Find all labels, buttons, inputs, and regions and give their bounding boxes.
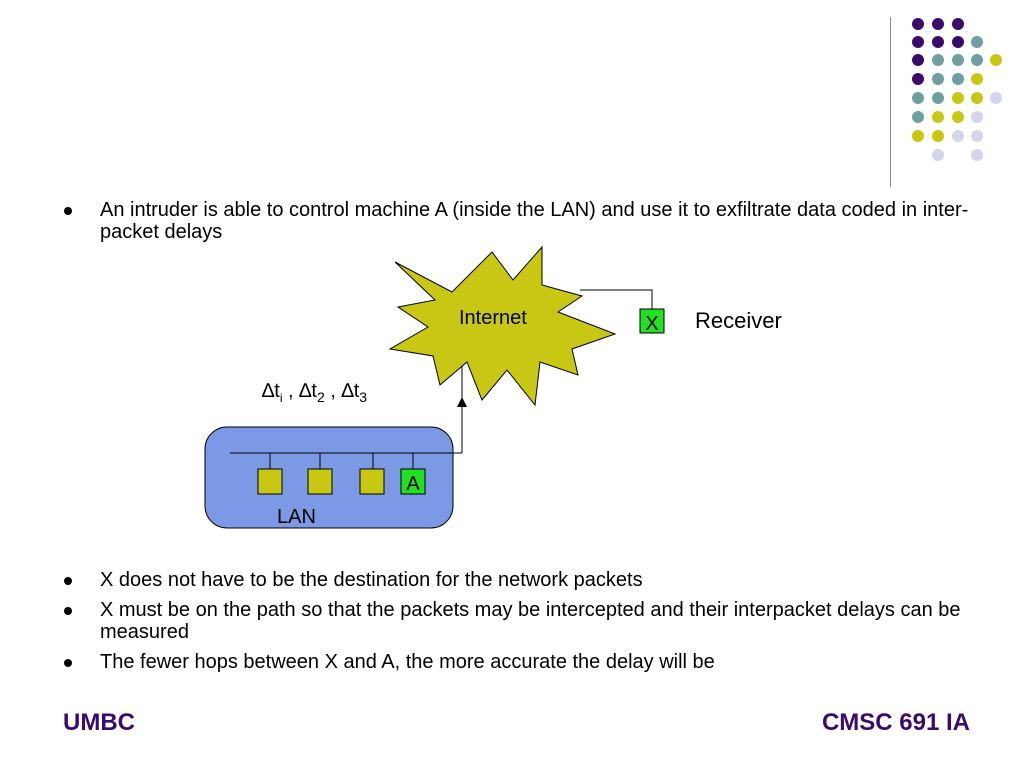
bullet-intruder: An intruder is able to control machine A… <box>64 199 984 243</box>
t-letter: t <box>354 380 360 402</box>
internet-label: Internet <box>459 307 527 329</box>
receiver-label: Receiver <box>695 308 782 333</box>
bullet-fewer-hops: The fewer hops between X and A, the more… <box>64 651 984 673</box>
subscript-2: 2 <box>317 389 325 405</box>
subscript-3: 3 <box>359 389 367 405</box>
delta-symbol: ∆ <box>299 380 312 402</box>
delta-symbol: ∆ <box>341 380 354 402</box>
receiver-x-box <box>639 308 665 334</box>
receiver-link <box>580 289 653 309</box>
bullet-on-path: X must be on the path so that the packet… <box>64 599 984 643</box>
points-bullet-list: X does not have to be the destination fo… <box>64 569 984 681</box>
footer-org: UMBC <box>63 709 135 736</box>
delta-symbol: ∆ <box>262 380 275 402</box>
lan-host <box>307 468 333 495</box>
decorative-divider <box>890 17 891 187</box>
subscript-i: i <box>280 391 283 405</box>
lan-host <box>359 468 385 495</box>
internet-cloud <box>388 245 617 407</box>
lan-host <box>257 468 283 495</box>
footer-course: CMSC 691 IA <box>821 709 970 736</box>
machine-a <box>400 468 426 495</box>
intro-bullet-list: An intruder is able to control machine A… <box>64 199 984 243</box>
decorative-dot-grid <box>912 18 1002 161</box>
t-letter: t <box>274 380 280 402</box>
separator: , <box>282 380 299 402</box>
lan-label: LAN <box>277 506 316 528</box>
receiver-x-label: X <box>645 313 658 335</box>
bullet-destination: X does not have to be the destination fo… <box>64 569 984 591</box>
inter-packet-delays-label: ∆ti , ∆t2 , ∆t3 <box>262 380 367 405</box>
separator: , <box>325 380 342 402</box>
machine-a-label: A <box>406 473 420 495</box>
t-letter: t <box>311 380 317 402</box>
